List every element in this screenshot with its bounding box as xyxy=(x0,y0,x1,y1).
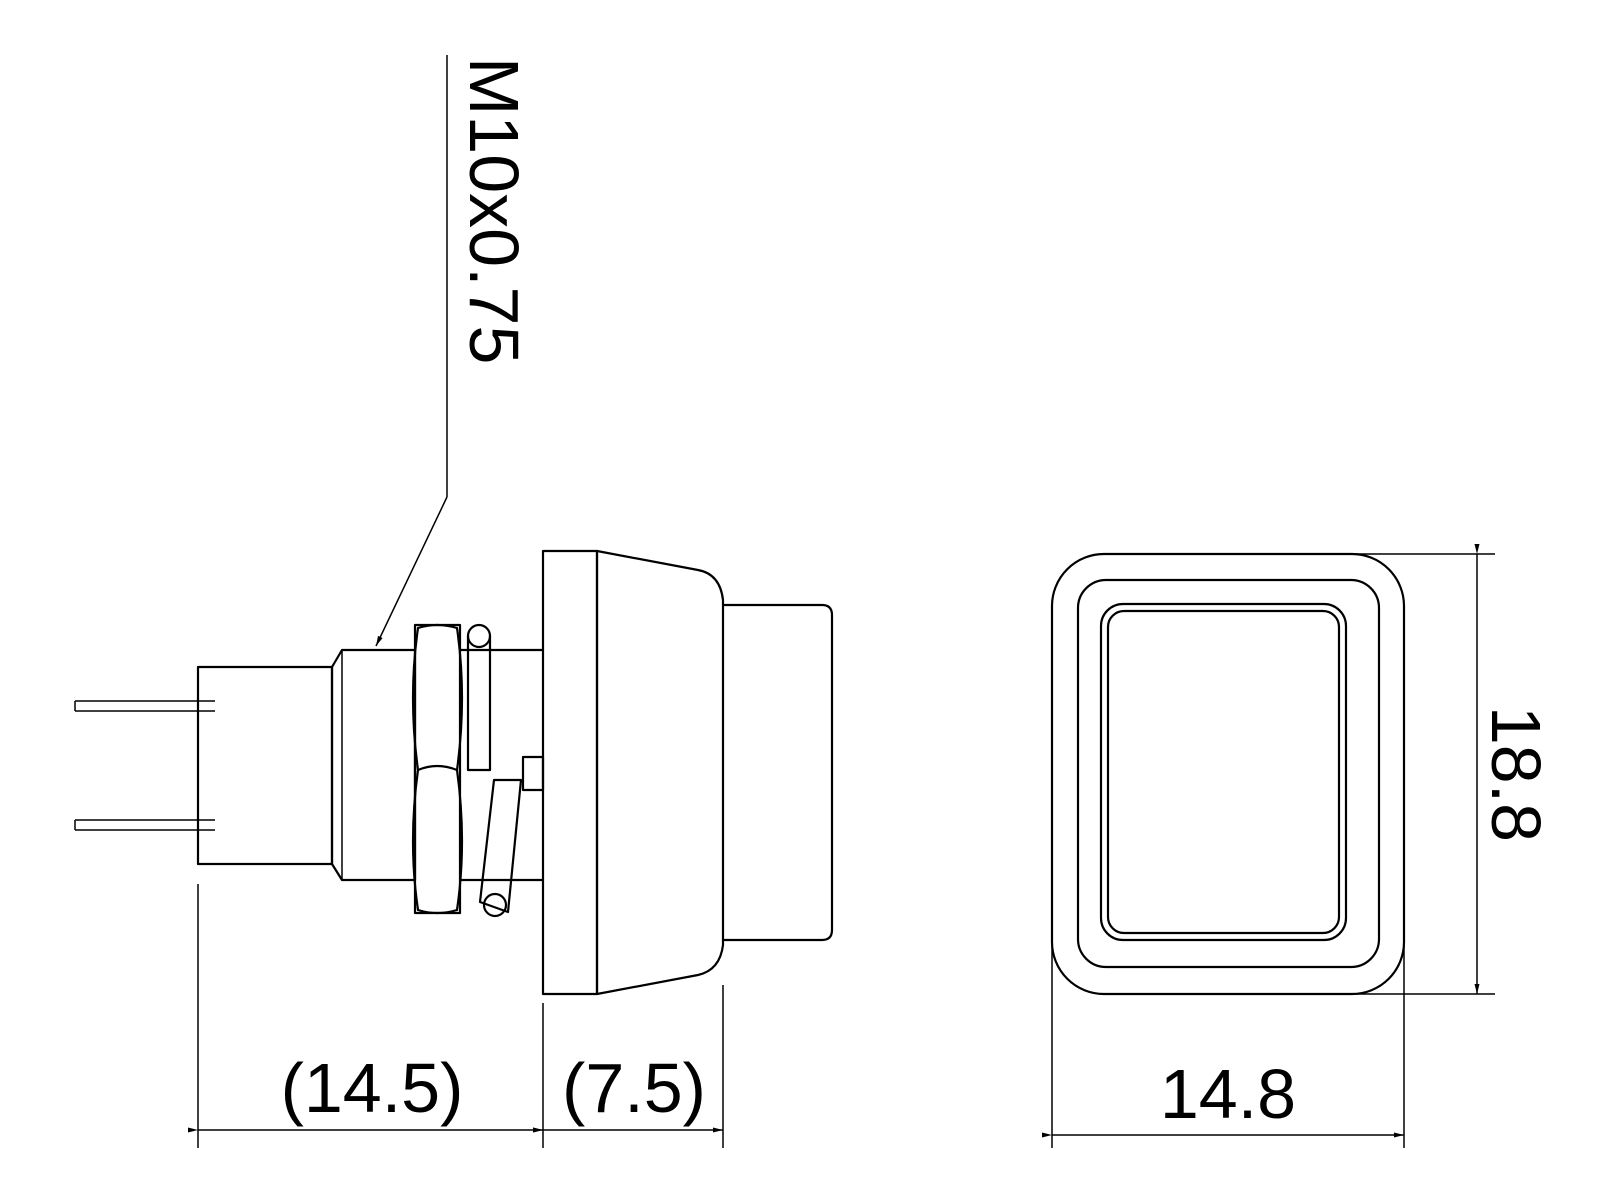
dim-cap-width: 14.8 xyxy=(1042,940,1405,1148)
terminal-lower xyxy=(74,819,215,831)
dim-cap-height: 18.8 xyxy=(1340,544,1555,995)
terminal-upper xyxy=(74,700,215,712)
push-actuator xyxy=(721,603,834,942)
front-bezel-inner xyxy=(1076,578,1381,969)
thread-callout-label: M10x0.75 xyxy=(455,57,533,364)
dim-cap-height-label: 18.8 xyxy=(1477,706,1555,842)
front-bezel-outer xyxy=(1050,552,1406,996)
button-face-outer xyxy=(1099,602,1348,942)
rear-body xyxy=(196,665,334,866)
cap-flange xyxy=(541,549,599,996)
hex-nut xyxy=(411,623,464,915)
button-face-inner xyxy=(1106,609,1341,935)
cap-body xyxy=(595,549,725,996)
dim-cap-length: (7.5) xyxy=(533,985,724,1148)
side-view xyxy=(74,549,834,996)
dim-body-length: (14.5) xyxy=(188,884,544,1148)
dim-cap-length-label: (7.5) xyxy=(562,1049,706,1127)
dim-body-length-label: (14.5) xyxy=(281,1049,464,1127)
threaded-bushing xyxy=(330,648,417,882)
front-view xyxy=(1050,552,1406,996)
lock-washer xyxy=(466,623,545,918)
dim-cap-width-label: 14.8 xyxy=(1160,1055,1296,1133)
thread-callout: M10x0.75 xyxy=(375,55,533,647)
